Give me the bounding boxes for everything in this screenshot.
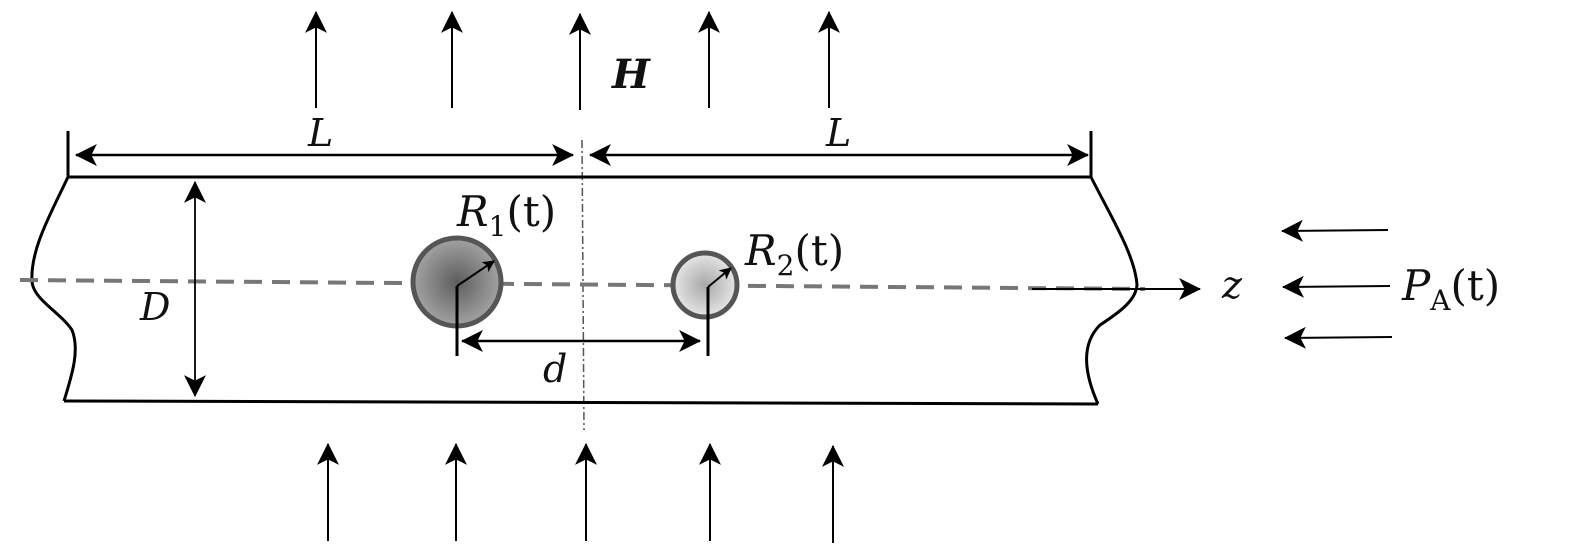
z-axis-label: z	[1221, 263, 1243, 307]
pressure-arrow	[1280, 219, 1389, 242]
axis-dashed	[19, 278, 1146, 291]
length-right-label: L	[825, 111, 851, 155]
separation-label: d	[543, 347, 567, 391]
pressure-arrow	[1283, 326, 1393, 349]
bubble-2	[670, 250, 740, 320]
pressure-arrows	[1280, 219, 1393, 349]
length-left-label: L	[307, 111, 333, 155]
tube-bottom-wall	[63, 399, 1099, 406]
field-arrows-top	[305, 10, 840, 110]
tube-right-cut	[1085, 176, 1139, 405]
bubble-2-radius-arrow	[707, 267, 732, 288]
field-label: H	[611, 51, 651, 98]
pressure-label: PA(t)	[1401, 261, 1500, 317]
bubble-1-label: R1(t)	[456, 187, 556, 243]
bubble-1-radius-arrow	[456, 260, 495, 287]
diameter-label: D	[139, 285, 170, 329]
bubble-2-label: R2(t)	[744, 226, 844, 282]
tube-left-cut	[30, 176, 77, 402]
pressure-arrow	[1281, 275, 1391, 298]
field-arrows-bottom	[317, 442, 844, 543]
